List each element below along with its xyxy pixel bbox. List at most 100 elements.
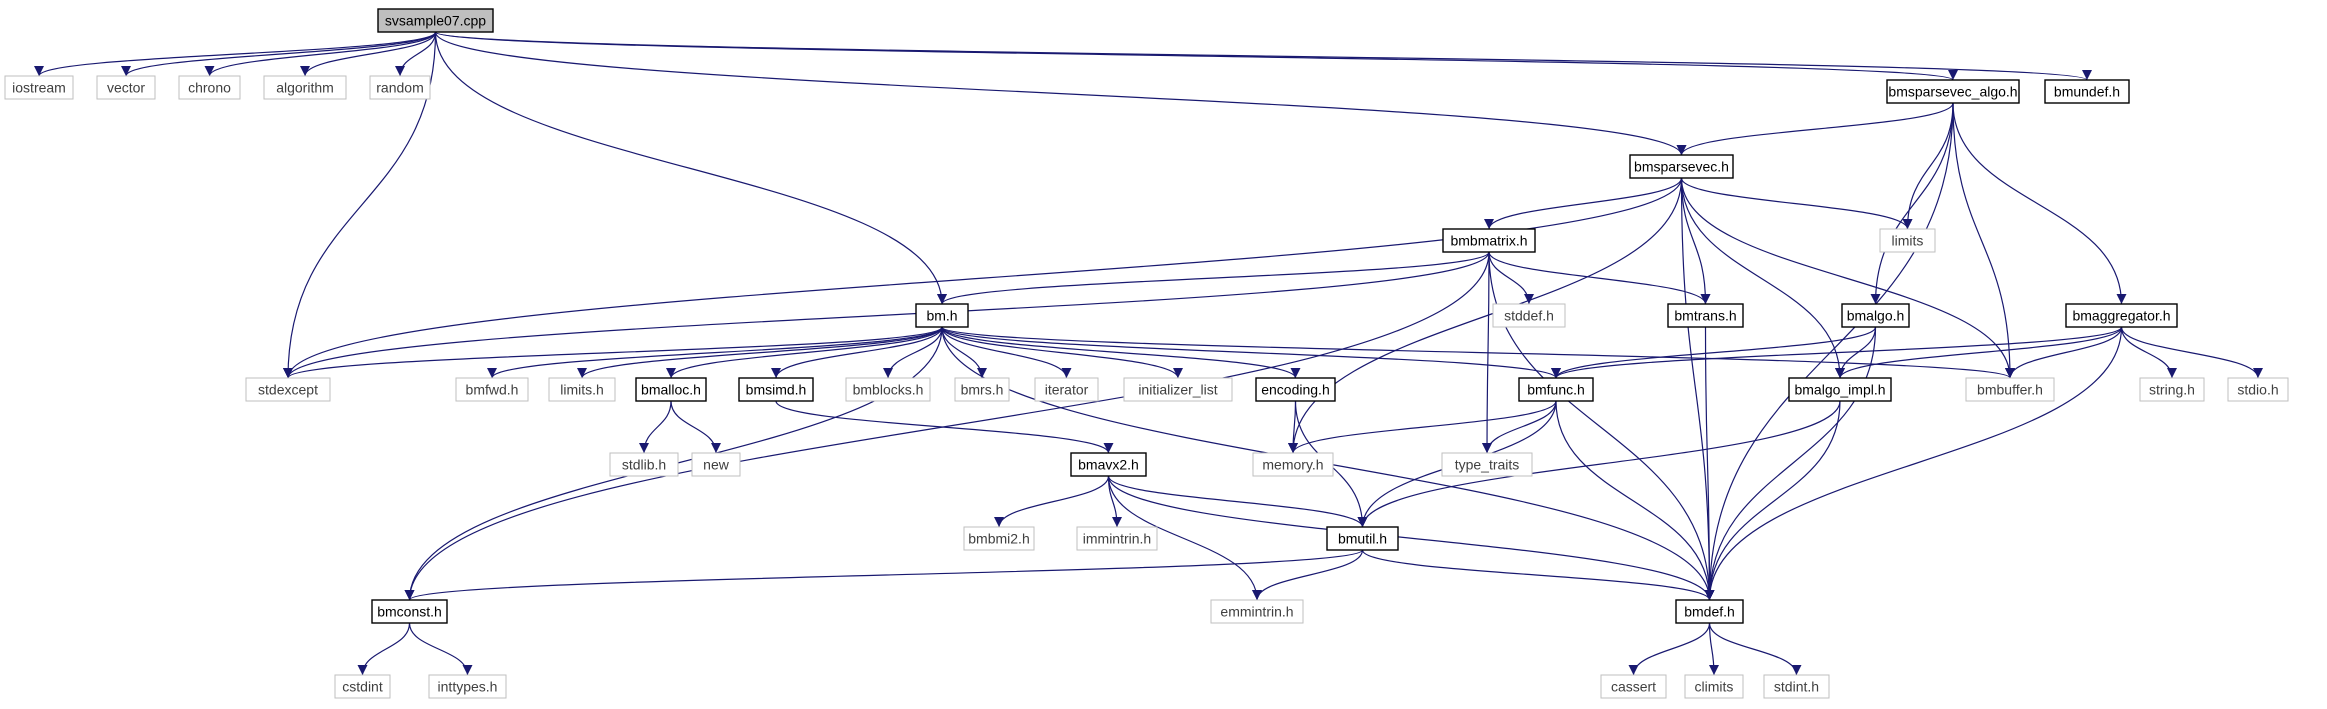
node-inttypes: inttypes.h — [428, 674, 507, 699]
edge-bmbmatrix-to-bm_h — [937, 251, 1490, 305]
node-bmalgo-impl[interactable]: bmalgo_impl.h — [1788, 377, 1892, 402]
node-bmconst[interactable]: bmconst.h — [371, 599, 448, 624]
edge-bmalgo_impl-to-bmutil — [1357, 400, 1841, 528]
edge-bmalgo-to-bmdef — [1704, 326, 1877, 601]
node-label: bmbmatrix.h — [1450, 233, 1527, 249]
edge-bmbmatrix-to-bmconst — [404, 251, 1490, 601]
node-bmblocks: bmblocks.h — [845, 377, 931, 402]
node-box — [1442, 228, 1536, 253]
edge-bmaggregator-to-bmfunc — [1551, 326, 2123, 379]
edge-bmsparsevec-to-memory — [1288, 177, 1683, 454]
edges-layer — [34, 31, 2263, 676]
node-label: bmblocks.h — [853, 382, 924, 398]
node-box — [1034, 377, 1099, 402]
node-bmbmatrix[interactable]: bmbmatrix.h — [1442, 228, 1536, 253]
node-label: bmalgo_impl.h — [1794, 382, 1885, 398]
node-label: string.h — [2149, 382, 2195, 398]
node-box — [635, 377, 707, 402]
edge-bm_h-to-initializer_list — [941, 326, 1183, 379]
node-box — [1123, 377, 1233, 402]
edge-bm_h-to-bmblocks — [883, 326, 943, 379]
node-box — [548, 377, 616, 402]
node-bmsparsevec[interactable]: bmsparsevec.h — [1629, 154, 1734, 179]
edge-bmaggregator-to-bmbuffer — [2005, 326, 2123, 379]
edge-svsample07-to-bm_h — [434, 31, 947, 305]
node-label: bmalgo.h — [1847, 308, 1905, 324]
edge-bmdef-to-climits — [1708, 622, 1719, 676]
node-box — [428, 674, 507, 699]
node-chrono: chrono — [178, 75, 241, 100]
node-label: bmsimd.h — [746, 382, 807, 398]
edge-bmsparsevec-to-bmtrans — [1680, 177, 1711, 305]
node-bmsparsevec-algo[interactable]: bmsparsevec_algo.h — [1886, 79, 2020, 104]
node-box — [178, 75, 241, 100]
node-svsample07: svsample07.cpp — [377, 8, 494, 33]
node-label: bmavx2.h — [1078, 457, 1139, 473]
node-bmavx2[interactable]: bmavx2.h — [1070, 452, 1147, 477]
node-bmundef[interactable]: bmundef.h — [2044, 79, 2130, 104]
node-bmutil[interactable]: bmutil.h — [1326, 526, 1399, 551]
edge-bmsparsevec-to-bmbuffer — [1680, 177, 2015, 379]
node-box — [738, 377, 814, 402]
node-memory: memory.h — [1252, 452, 1334, 477]
edge-bm_h-to-limits_h — [577, 326, 943, 379]
node-label: bmaggregator.h — [2072, 308, 2170, 324]
node-iostream: iostream — [4, 75, 74, 100]
node-box — [1879, 228, 1936, 253]
edge-bmsparsevec_algo-to-bmbuffer — [1952, 102, 2015, 379]
node-bmalloc[interactable]: bmalloc.h — [635, 377, 707, 402]
edge-bmutil-to-bmdef — [1361, 549, 1715, 601]
node-label: initializer_list — [1138, 382, 1217, 398]
node-stdlib-h: stdlib.h — [609, 452, 679, 477]
edge-bmsparsevec_algo-to-bmaggregator — [1952, 102, 2127, 305]
node-box — [1675, 599, 1744, 624]
edge-bmsparsevec_algo-to-bmsparsevec — [1676, 102, 1954, 156]
node-bmalgo[interactable]: bmalgo.h — [1841, 303, 1910, 328]
edge-bmalgo_impl-to-bmdef — [1704, 400, 1841, 601]
node-box — [377, 8, 494, 33]
node-bmsimd[interactable]: bmsimd.h — [738, 377, 814, 402]
node-initializer-list: initializer_list — [1123, 377, 1233, 402]
node-label: inttypes.h — [438, 679, 498, 695]
node-label: bmdef.h — [1684, 604, 1735, 620]
edge-encoding-to-memory — [1288, 400, 1299, 454]
node-label: bmbuffer.h — [1977, 382, 2043, 398]
node-box — [245, 377, 331, 402]
node-box — [96, 75, 156, 100]
edge-svsample07-to-vector — [121, 31, 437, 77]
node-bmtrans[interactable]: bmtrans.h — [1667, 303, 1744, 328]
node-algorithm: algorithm — [263, 75, 347, 100]
node-box — [4, 75, 74, 100]
edge-bmbmatrix-to-stdexcept — [283, 251, 1490, 379]
node-iterator: iterator — [1034, 377, 1099, 402]
edge-bmsparsevec_algo-to-limits — [1902, 102, 1954, 230]
edge-svsample07-to-algorithm — [300, 31, 437, 77]
edge-bmbmatrix-to-stddef — [1488, 251, 1534, 305]
node-label: bmrs.h — [961, 382, 1004, 398]
node-label: stdlib.h — [622, 457, 666, 473]
node-box — [263, 75, 347, 100]
edge-bm_h-to-encoding — [941, 326, 1301, 379]
node-box — [1629, 154, 1734, 179]
node-bmdef[interactable]: bmdef.h — [1675, 599, 1744, 624]
edge-bmfunc-to-type_traits — [1482, 400, 1557, 454]
node-label: stddef.h — [1504, 308, 1554, 324]
node-bmrs: bmrs.h — [954, 377, 1010, 402]
node-bm-h[interactable]: bm.h — [915, 303, 969, 328]
node-stdio-h: stdio.h — [2227, 377, 2289, 402]
node-box — [1886, 79, 2020, 104]
node-box — [845, 377, 931, 402]
node-bmaggregator[interactable]: bmaggregator.h — [2065, 303, 2178, 328]
node-box — [1076, 526, 1158, 551]
edge-bm_h-to-bmalloc — [666, 326, 943, 379]
node-label: stdint.h — [1774, 679, 1819, 695]
edge-bmtrans-to-bmdef — [1704, 326, 1715, 601]
node-label: bmutil.h — [1338, 531, 1387, 547]
edge-svsample07-to-random — [395, 31, 437, 77]
node-label: limits.h — [560, 382, 604, 398]
node-encoding[interactable]: encoding.h — [1255, 377, 1336, 402]
node-label: bmconst.h — [377, 604, 442, 620]
node-label: bm.h — [926, 308, 957, 324]
node-bmfunc[interactable]: bmfunc.h — [1518, 377, 1594, 402]
edge-bm_h-to-stdexcept — [283, 326, 943, 379]
